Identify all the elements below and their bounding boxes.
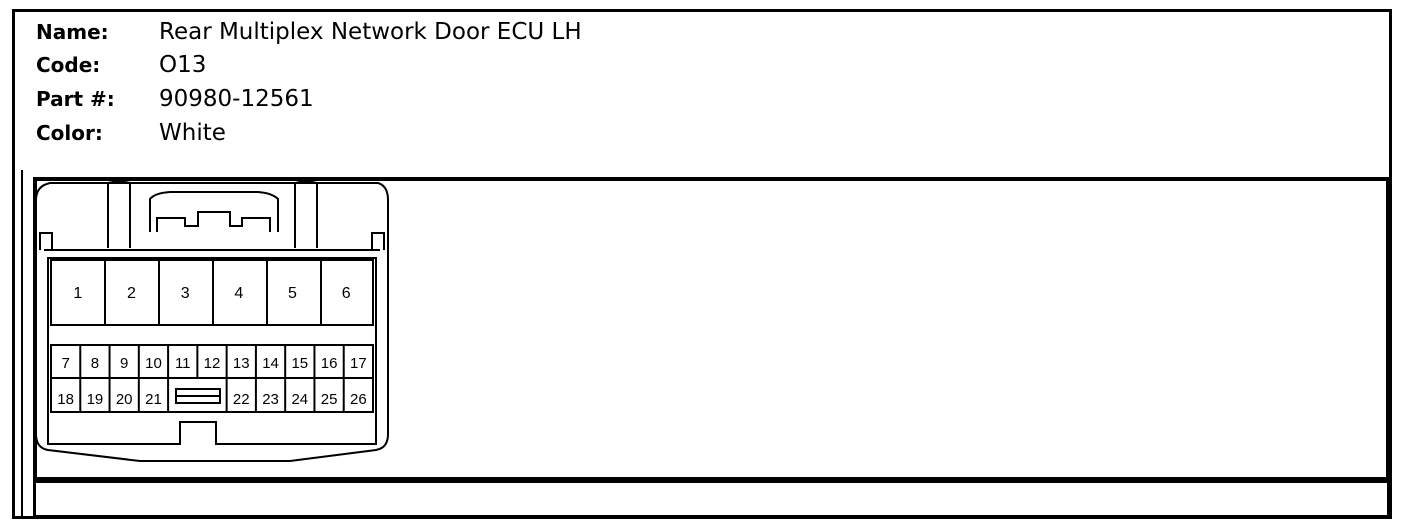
connector-info-frame	[12, 9, 1392, 519]
pin-20-label: 20	[116, 391, 133, 408]
code-label: Code:	[36, 53, 101, 77]
bottom-row-dividers	[79, 378, 345, 412]
connector-housing	[35, 180, 389, 462]
code-value: O13	[159, 52, 207, 78]
pin-17-label: 17	[350, 355, 367, 372]
pin-3-label: 3	[181, 285, 190, 302]
part-number-label: Part #:	[36, 87, 115, 111]
pin-15-label: 15	[291, 355, 308, 372]
pin-13-label: 13	[233, 355, 250, 372]
pin-25-label: 25	[321, 391, 338, 408]
pin-1-label: 1	[73, 285, 82, 302]
color-value: White	[159, 120, 226, 146]
left-divider	[21, 170, 23, 519]
pin-18-label: 18	[57, 391, 74, 408]
pin-5-label: 5	[288, 285, 297, 302]
pin-14-label: 14	[262, 355, 279, 372]
pin-8-label: 8	[91, 355, 99, 372]
color-label: Color:	[36, 121, 103, 145]
pin-4-label: 4	[234, 285, 243, 302]
pin-16-label: 16	[321, 355, 338, 372]
pin-23-label: 23	[262, 391, 279, 408]
pin-2-label: 2	[127, 285, 136, 302]
pin-10-label: 10	[145, 355, 162, 372]
name-label: Name:	[36, 20, 109, 44]
pin-9-label: 9	[120, 355, 128, 372]
pin-11-label: 11	[175, 355, 191, 372]
bottom-panel	[33, 480, 1390, 518]
name-value: Rear Multiplex Network Door ECU LH	[159, 19, 582, 45]
pin-19-label: 19	[87, 391, 104, 408]
pin-6-label: 6	[342, 285, 351, 302]
part-number-value: 90980-12561	[159, 86, 314, 112]
pin-21-label: 21	[145, 391, 162, 408]
pin-12-label: 12	[204, 355, 221, 372]
pin-26-label: 26	[350, 391, 367, 408]
pin-22-label: 22	[233, 391, 250, 408]
mid-row-dividers	[79, 345, 345, 378]
pin-24-label: 24	[291, 391, 308, 408]
pin-7-label: 7	[61, 355, 69, 372]
